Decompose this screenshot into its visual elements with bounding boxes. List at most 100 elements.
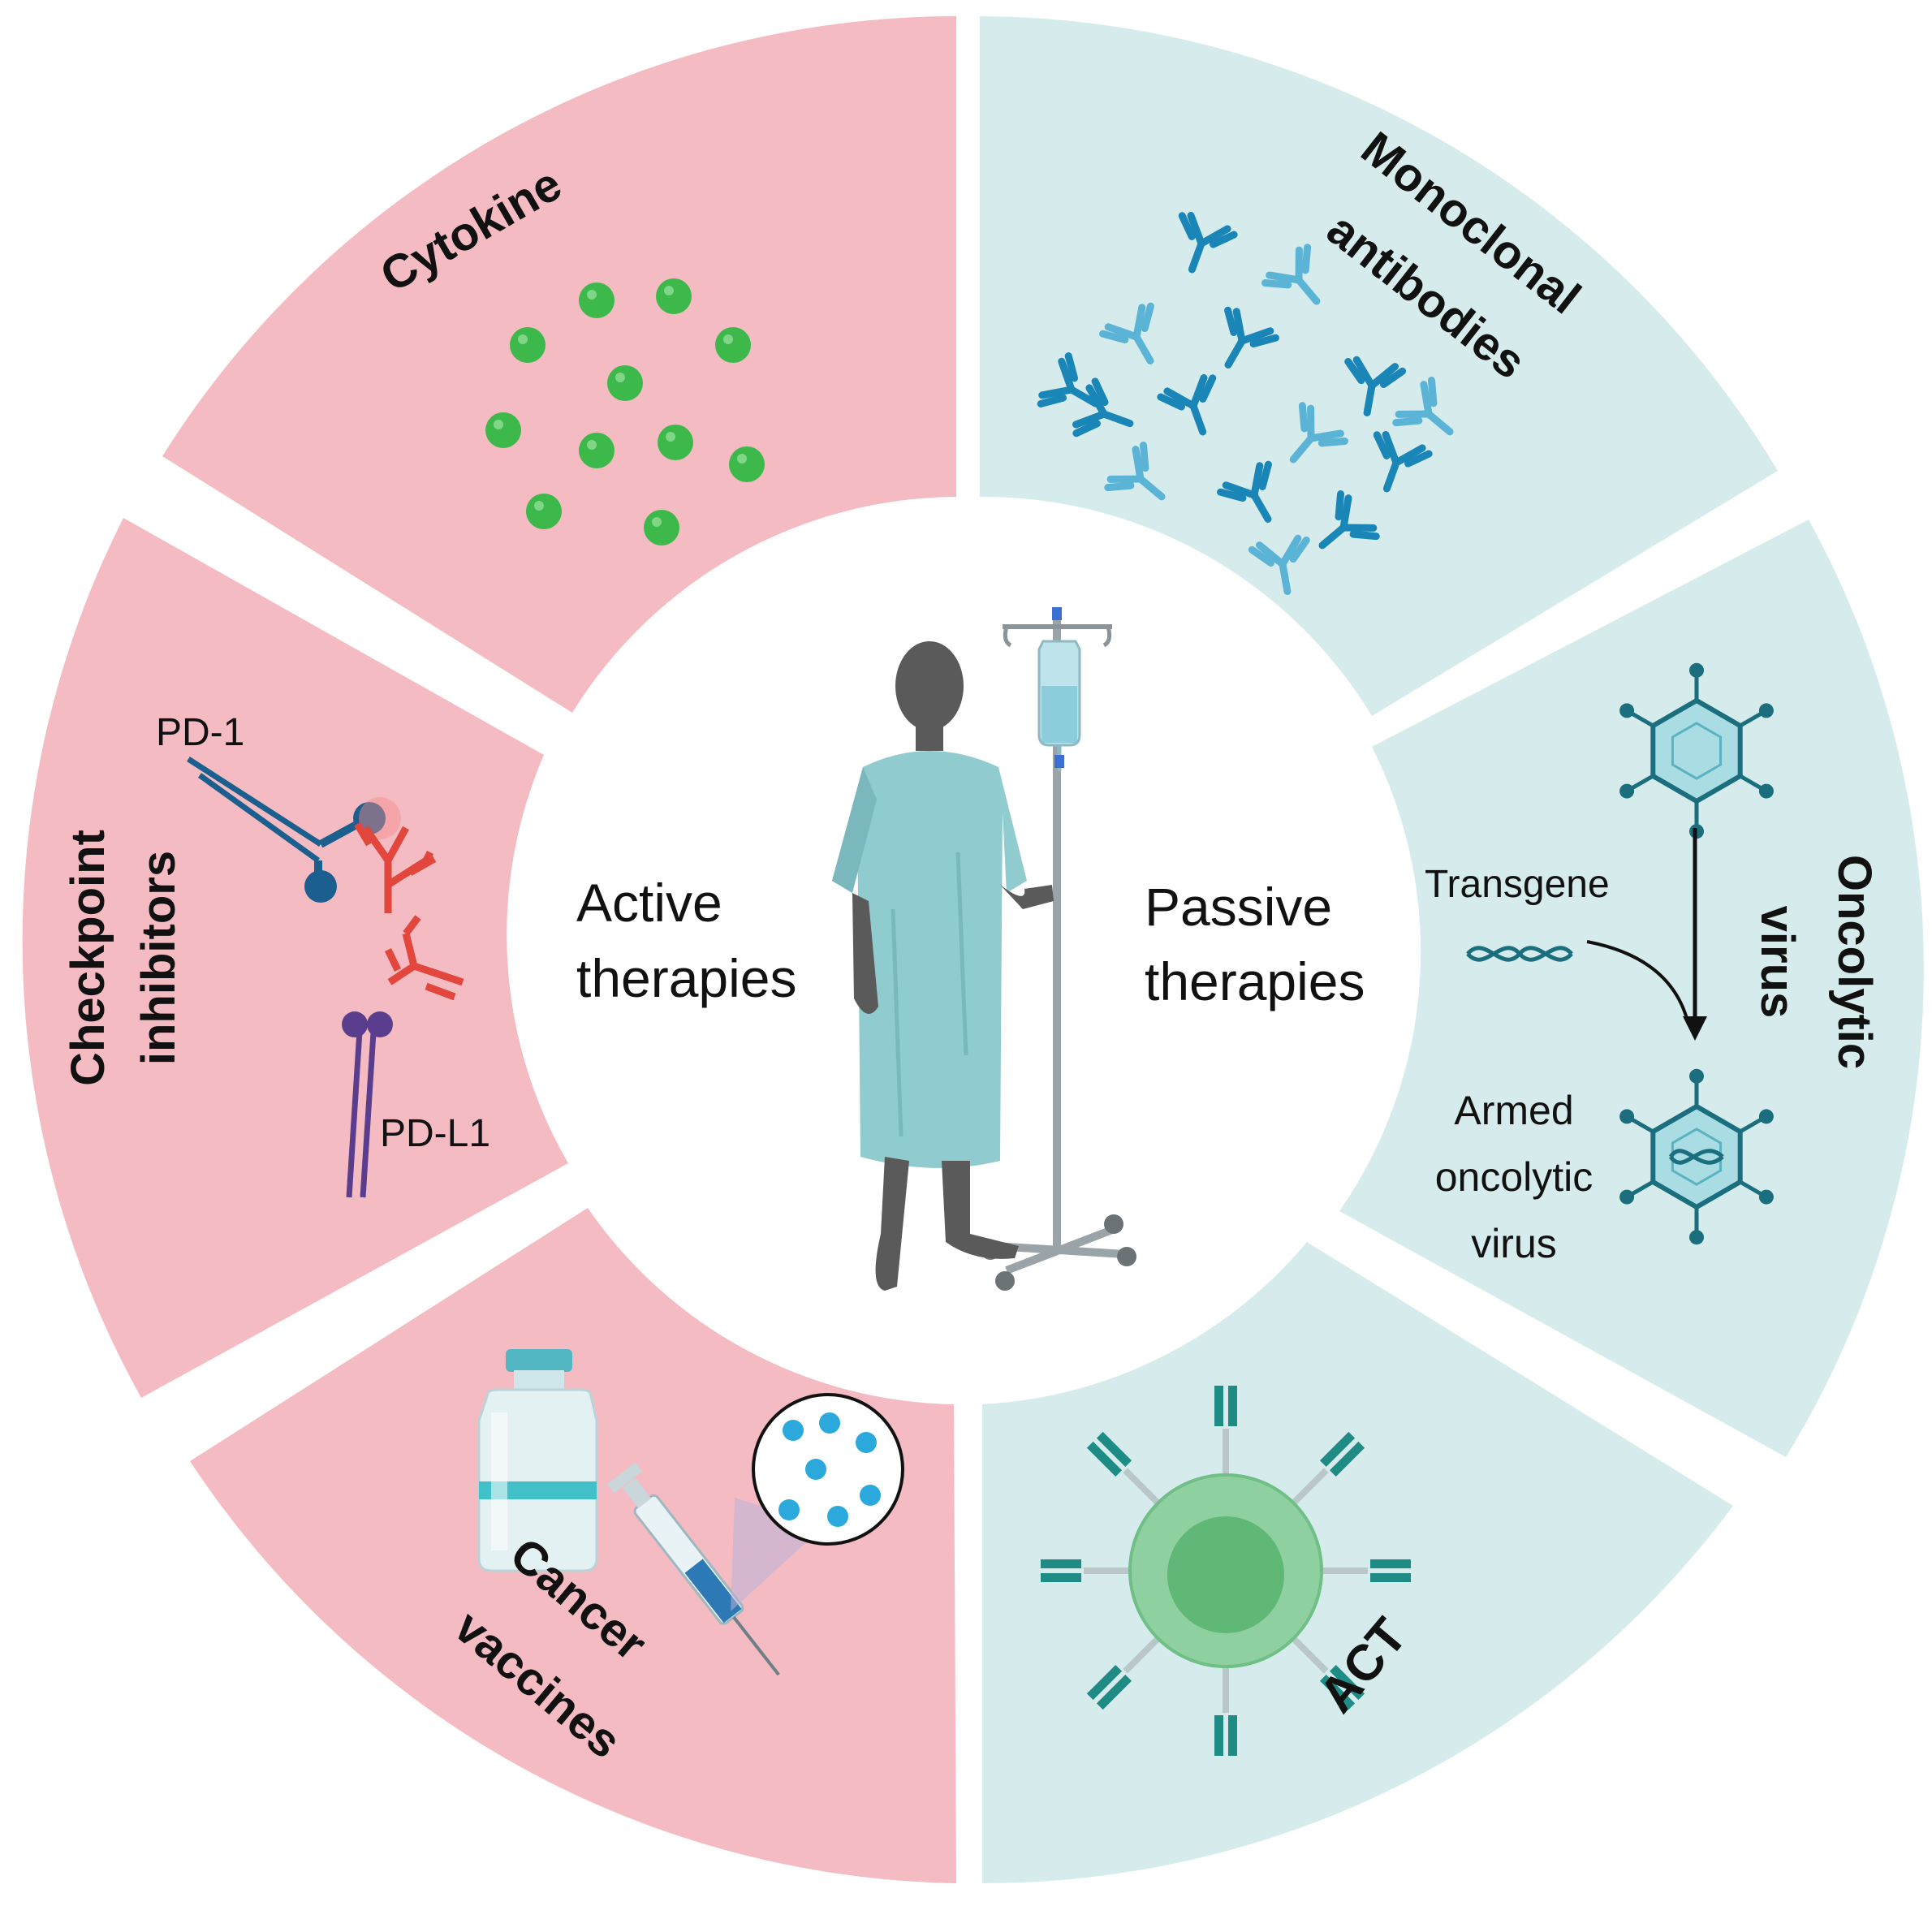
capsid-spike-tip bbox=[1619, 703, 1635, 718]
capsid-spike-tip bbox=[1619, 783, 1635, 799]
label-oncolytic-line2: virus bbox=[1751, 906, 1804, 1019]
vaccine-vial-icon bbox=[477, 1349, 598, 1572]
capsid-spike-tip bbox=[1758, 703, 1774, 718]
capsid-core bbox=[1671, 722, 1723, 780]
antibody-icon bbox=[1344, 356, 1407, 416]
receptor-head bbox=[1319, 1664, 1365, 1710]
cytokine-dot bbox=[510, 327, 546, 363]
cytokine-dot bbox=[485, 412, 521, 448]
antigen-dot bbox=[805, 1459, 826, 1480]
label-armed-line1: Armed bbox=[1454, 1088, 1573, 1133]
antigen-dot bbox=[856, 1432, 877, 1453]
label-active-line2: therapies bbox=[576, 948, 797, 1008]
cytokine-dot-highlight bbox=[534, 501, 544, 511]
label-passive-line1: Passive bbox=[1145, 877, 1332, 937]
capsid-spike-tip bbox=[1758, 783, 1774, 799]
label-passive-line2: therapies bbox=[1145, 951, 1365, 1011]
segment-monoclonal-antibodies bbox=[980, 16, 1778, 716]
vaccine-magnifier-icon bbox=[731, 1393, 904, 1611]
label-checkpoint-line1: Checkpoint bbox=[62, 830, 114, 1086]
antibody-icon bbox=[1392, 377, 1454, 436]
label-active-line1: Active bbox=[576, 873, 722, 933]
cytokine-dot bbox=[656, 278, 692, 314]
armed-virus-capsid-icon bbox=[1619, 1068, 1774, 1245]
cytokine-molecules bbox=[485, 278, 765, 545]
receptor-stalk bbox=[1123, 1468, 1162, 1507]
cytokine-dot bbox=[729, 446, 765, 482]
antibody-icon bbox=[1104, 442, 1166, 501]
capsid-spike-tip bbox=[1758, 1109, 1774, 1124]
antibody-icon bbox=[1157, 373, 1217, 436]
syringe-icon bbox=[606, 1462, 780, 1676]
label-armed-line3: virus bbox=[1471, 1221, 1557, 1266]
cytokine-dot-highlight bbox=[494, 420, 503, 429]
antibody-icon bbox=[1037, 352, 1099, 408]
cytokine-dot-highlight bbox=[666, 432, 675, 442]
receptor-head bbox=[1086, 1431, 1132, 1477]
segment-checkpoint-inhibitors bbox=[22, 518, 569, 1398]
antibody-icon bbox=[1248, 534, 1310, 595]
cytokine-dot bbox=[644, 510, 679, 545]
capsid-core bbox=[1671, 1128, 1723, 1186]
cytokine-dot bbox=[607, 365, 643, 401]
virus-capsid-icon bbox=[1619, 662, 1774, 839]
antigen-dot bbox=[819, 1412, 840, 1434]
cytokine-dot-highlight bbox=[664, 286, 674, 295]
antibody-icon bbox=[1178, 211, 1238, 274]
checkpoint-antibody-icon bbox=[354, 821, 437, 913]
cytokine-dot-highlight bbox=[518, 334, 528, 344]
antigen-dot bbox=[827, 1506, 848, 1527]
receptor-head bbox=[1319, 1431, 1365, 1477]
segment-act bbox=[982, 1242, 1733, 1884]
checkpoint-antibody-icon-2 bbox=[384, 915, 464, 1001]
receptor-head bbox=[1041, 1559, 1081, 1582]
antigen-dot bbox=[783, 1420, 804, 1441]
monoclonal-antibody-icons bbox=[1037, 211, 1454, 595]
receptor-head bbox=[1214, 1715, 1237, 1756]
receptor-head bbox=[1370, 1559, 1411, 1582]
cytokine-dot bbox=[579, 282, 615, 318]
cytokine-dot bbox=[715, 327, 751, 363]
antibody-icon bbox=[1373, 430, 1433, 493]
cytokine-dot-highlight bbox=[723, 334, 733, 344]
payload-dna bbox=[1668, 1149, 1724, 1165]
label-pd1: PD-1 bbox=[156, 711, 244, 754]
pdl1-receptor-icon bbox=[342, 1011, 393, 1198]
antibody-icon bbox=[1072, 377, 1134, 438]
receptor-head bbox=[1214, 1386, 1237, 1426]
capsid-spike-tip bbox=[1619, 1109, 1635, 1124]
t-cell-icon bbox=[1041, 1386, 1411, 1756]
antibody-icon bbox=[1224, 306, 1279, 369]
label-checkpoint-line2: inhibitors bbox=[132, 851, 185, 1065]
label-armed-line2: oncolytic bbox=[1435, 1154, 1593, 1200]
antibody-icon bbox=[1289, 402, 1348, 464]
receptor-stalk bbox=[1289, 1468, 1329, 1507]
segment-oncolytic-virus bbox=[1339, 520, 1924, 1457]
antigen-dot bbox=[778, 1499, 800, 1520]
antibody-icon bbox=[1318, 490, 1380, 550]
label-oncolytic-line1: Oncolytic bbox=[1828, 855, 1881, 1069]
label-transgene: Transgene bbox=[1425, 863, 1610, 906]
antibody-icon bbox=[1261, 244, 1321, 305]
receptor-stalk bbox=[1289, 1634, 1329, 1674]
cytokine-dot-highlight bbox=[587, 440, 597, 450]
capsid-spike-tip bbox=[1758, 1189, 1774, 1205]
cytokine-dot-highlight bbox=[737, 454, 747, 464]
capsid-shell bbox=[1650, 697, 1743, 804]
cytokine-dot-highlight bbox=[615, 373, 625, 382]
antigen-dot bbox=[860, 1485, 881, 1506]
antibody-icon bbox=[1099, 302, 1154, 364]
cytokine-dot bbox=[526, 494, 562, 529]
t-cell-nucleus bbox=[1167, 1516, 1284, 1633]
capsid-spike-tip bbox=[1689, 1230, 1704, 1245]
capsid-spike-tip bbox=[1689, 662, 1704, 678]
patient-figure-icon bbox=[832, 641, 1054, 1291]
cytokine-dot-highlight bbox=[652, 517, 662, 527]
transgene-arrow bbox=[1586, 940, 1690, 1025]
receptor-stalk bbox=[1123, 1634, 1162, 1674]
cytokine-dot bbox=[658, 425, 693, 460]
checkpoint-labels: Checkpoint inhibitors PD-1 PD-L1 bbox=[62, 711, 490, 1155]
receptor-head bbox=[1086, 1664, 1132, 1710]
vaccine-antigen-dots bbox=[778, 1412, 881, 1527]
